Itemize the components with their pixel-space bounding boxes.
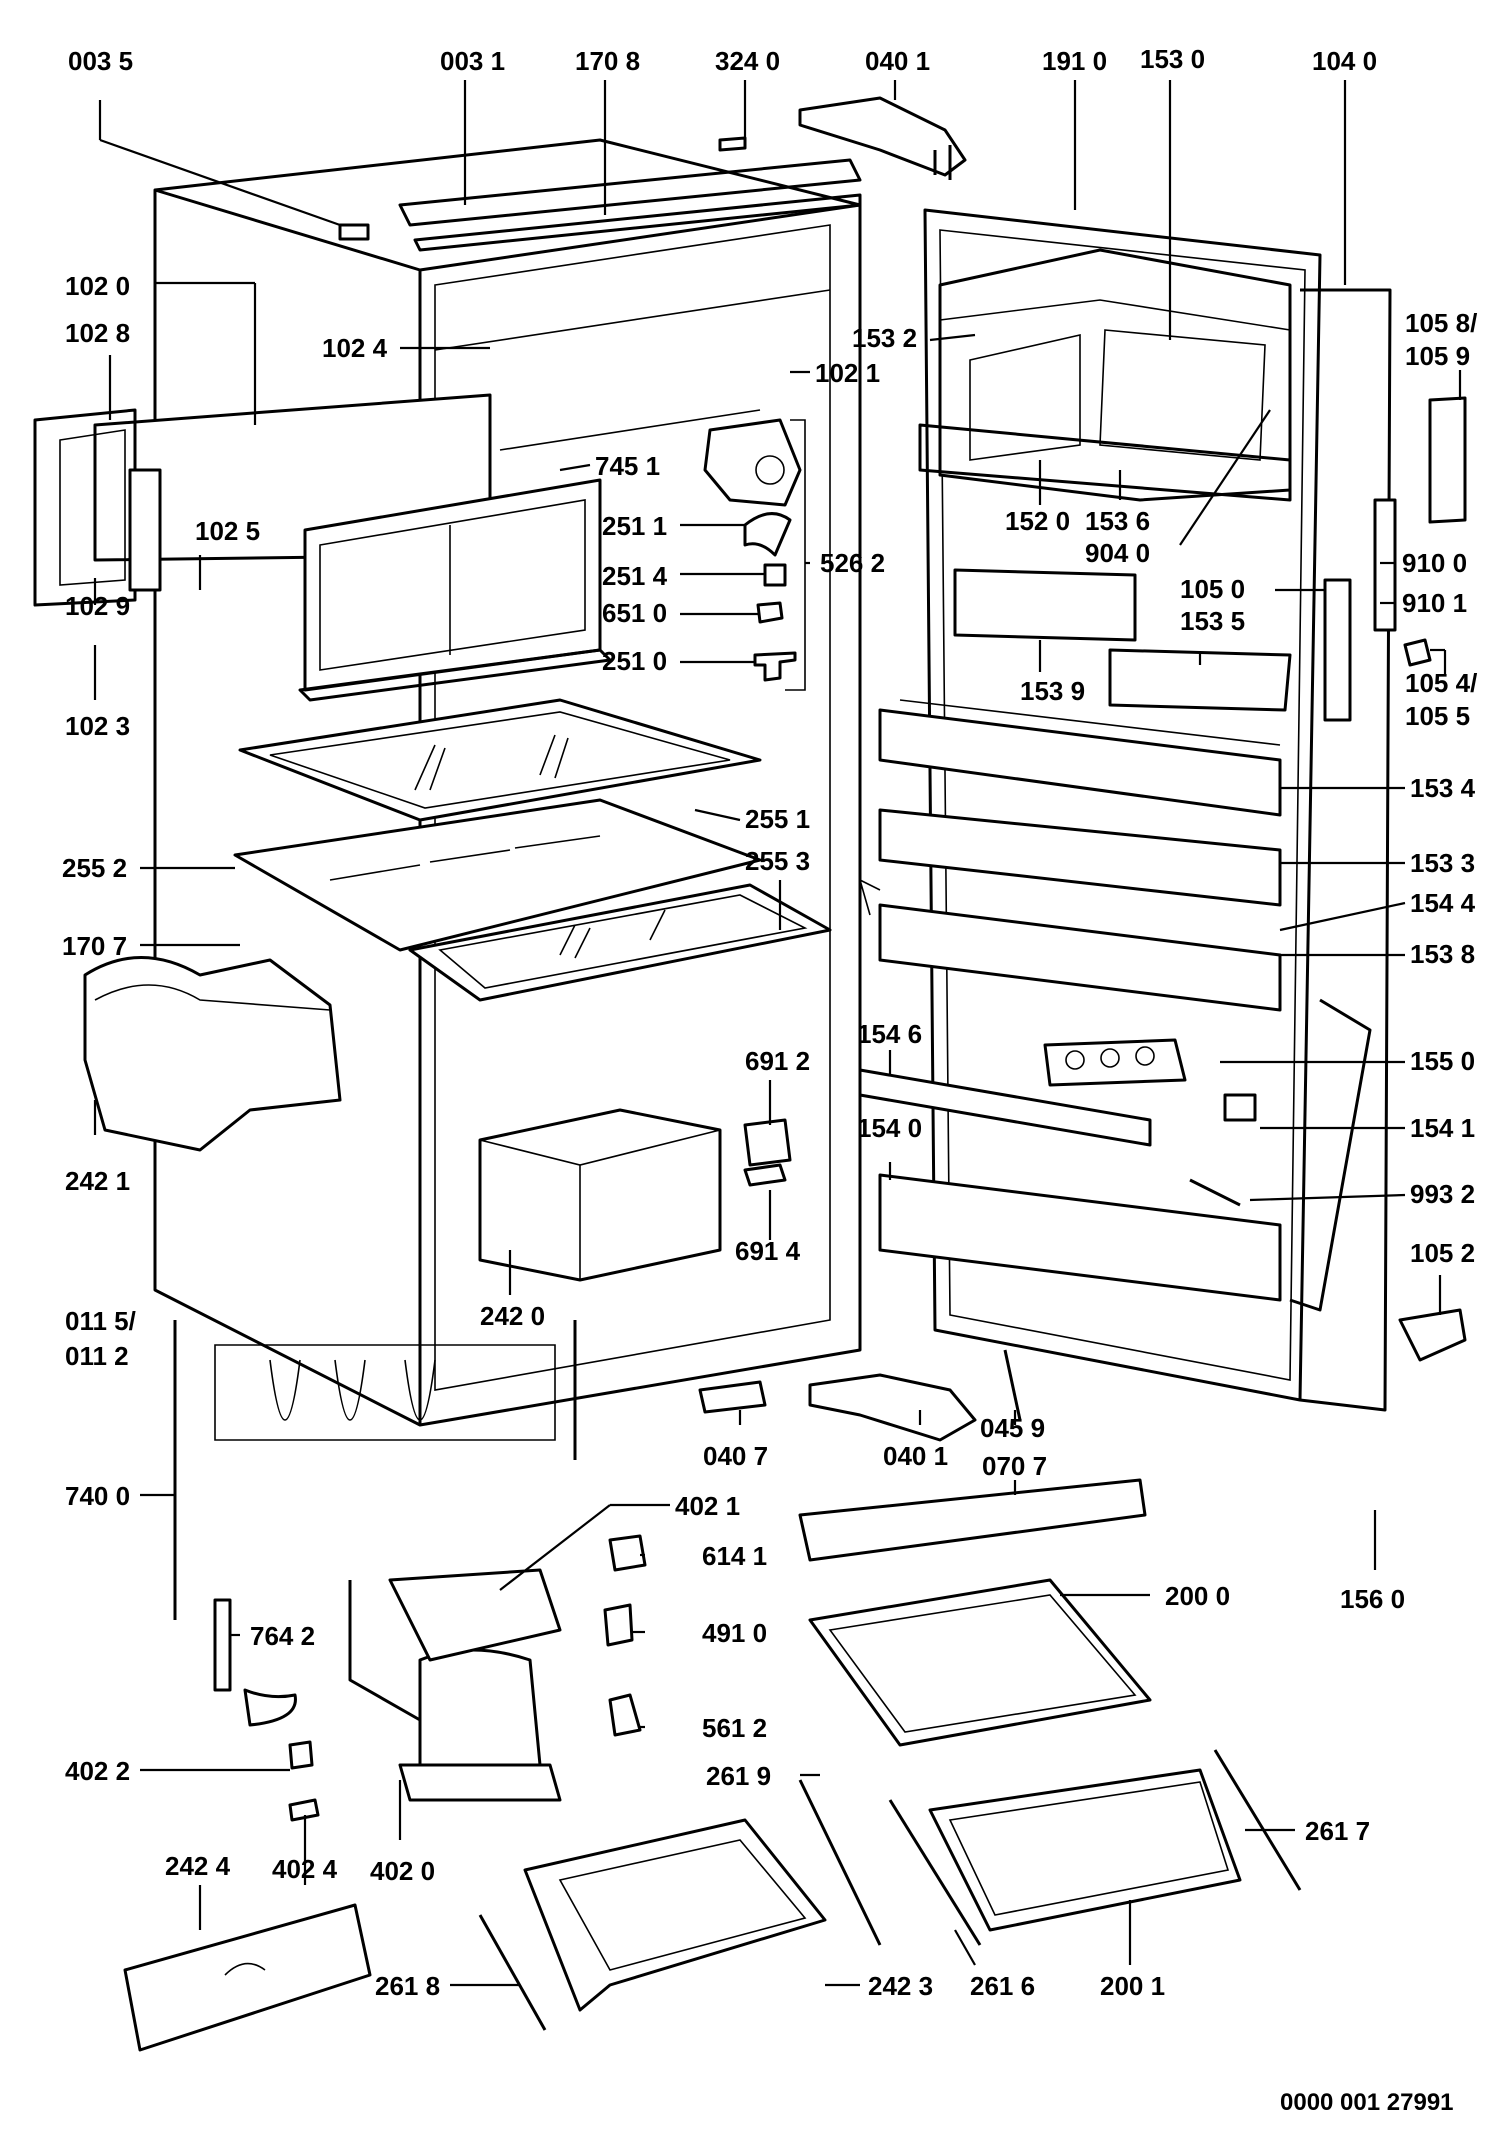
label-105-2: 105 2 [1410,1238,1475,1268]
door-shelves [859,699,1282,1302]
label-040-1-bottom: 040 1 [883,1441,948,1471]
label-170-8: 170 8 [575,46,640,76]
label-155-0: 155 0 [1410,1046,1475,1076]
label-261-7: 261 7 [1305,1816,1370,1846]
label-200-1: 200 1 [1100,1971,1165,2001]
label-242-0: 242 0 [480,1301,545,1331]
label-191-0: 191 0 [1042,46,1107,76]
label-910-1: 910 1 [1402,588,1467,618]
label-691-2: 691 2 [745,1046,810,1076]
label-152-0: 152 0 [1005,506,1070,536]
label-154-6: 154 6 [857,1019,922,1049]
label-255-2: 255 2 [62,853,127,883]
label-102-9: 102 9 [65,591,130,621]
label-170-7: 170 7 [62,931,127,961]
glass-shelves [233,698,832,1002]
label-153-2: 153 2 [852,323,917,353]
freezer-compartment [33,393,612,702]
label-153-8: 153 8 [1410,939,1475,969]
label-910-0: 910 0 [1402,548,1467,578]
label-904-0: 904 0 [1085,538,1150,568]
label-153-9: 153 9 [1020,676,1085,706]
label-102-0: 102 0 [65,271,130,301]
label-105-4: 105 4/ [1405,668,1477,698]
door-top-bin [918,248,1292,502]
label-153-3: 153 3 [1410,848,1475,878]
label-104-0: 104 0 [1312,46,1377,76]
label-154-1: 154 1 [1410,1113,1475,1143]
label-011-5: 011 5/ [65,1306,136,1336]
label-691-4: 691 4 [735,1236,801,1266]
label-242-1: 242 1 [65,1166,130,1196]
label-526-2: 526 2 [820,548,885,578]
label-102-3: 102 3 [65,711,130,741]
label-261-6: 261 6 [970,1971,1035,2001]
label-154-0: 154 0 [857,1113,922,1143]
label-251-4: 251 4 [602,561,668,591]
label-153-0: 153 0 [1140,44,1205,74]
label-003-1: 003 1 [440,46,505,76]
bottom-hinge-parts [698,1349,1147,1562]
diagram-reference-number: 0000 001 27991 [1280,2089,1454,2116]
label-153-4: 153 4 [1410,773,1476,803]
label-040-7: 040 7 [703,1441,768,1471]
label-105-0: 105 0 [1180,574,1245,604]
crisper-cover [123,1903,372,2052]
label-154-4: 154 4 [1410,888,1476,918]
label-242-3: 242 3 [868,1971,933,2001]
bottom-grids [808,1578,1302,1946]
label-156-0: 156 0 [1340,1584,1405,1614]
label-251-1: 251 1 [602,511,667,541]
label-153-6: 153 6 [1085,506,1150,536]
part-labels: 003 5 003 1 170 8 324 0 040 1 191 0 153 … [62,44,1477,2001]
side-crisper [83,956,342,1152]
label-255-1: 255 1 [745,804,810,834]
compressor-condenser [173,1320,577,1802]
label-402-0: 402 0 [370,1856,435,1886]
label-045-9: 045 9 [980,1413,1045,1443]
label-402-2: 402 2 [65,1756,130,1786]
label-200-0: 200 0 [1165,1581,1230,1611]
label-070-7: 070 7 [982,1451,1047,1481]
label-102-8: 102 8 [65,318,130,348]
label-242-4: 242 4 [165,1851,231,1881]
label-102-5: 102 5 [195,516,260,546]
thermostat-assembly [703,418,806,691]
label-651-0: 651 0 [602,598,667,628]
label-105-5: 105 5 [1405,701,1470,731]
label-324-0: 324 0 [715,46,780,76]
label-261-8: 261 8 [375,1971,440,2001]
label-105-9: 105 9 [1405,341,1470,371]
label-153-5: 153 5 [1180,606,1245,636]
door-small-bins [858,568,1292,1147]
label-614-1: 614 1 [702,1541,767,1571]
label-561-2: 561 2 [702,1713,767,1743]
label-764-2: 764 2 [250,1621,315,1651]
parts-drawing [33,96,1467,2052]
small-parts [213,1118,792,1822]
label-261-9: 261 9 [706,1761,771,1791]
label-993-2: 993 2 [1410,1179,1475,1209]
lower-crisper [478,1108,722,1282]
label-251-0: 251 0 [602,646,667,676]
label-255-3: 255 3 [745,846,810,876]
label-040-1-top: 040 1 [865,46,930,76]
label-003-5: 003 5 [68,46,133,76]
label-102-4: 102 4 [322,333,388,363]
leader-lines [93,80,1462,1987]
label-491-0: 491 0 [702,1618,767,1648]
label-402-1: 402 1 [675,1491,740,1521]
label-745-1: 745 1 [595,451,660,481]
top-hinge [718,96,967,180]
label-011-2: 011 2 [65,1341,129,1371]
label-740-0: 740 0 [65,1481,130,1511]
label-402-4: 402 4 [272,1854,338,1884]
side-fittings [1189,396,1467,1362]
label-105-8: 105 8/ [1405,308,1477,338]
lower-tray [478,1779,882,2031]
label-102-1: 102 1 [815,358,880,388]
